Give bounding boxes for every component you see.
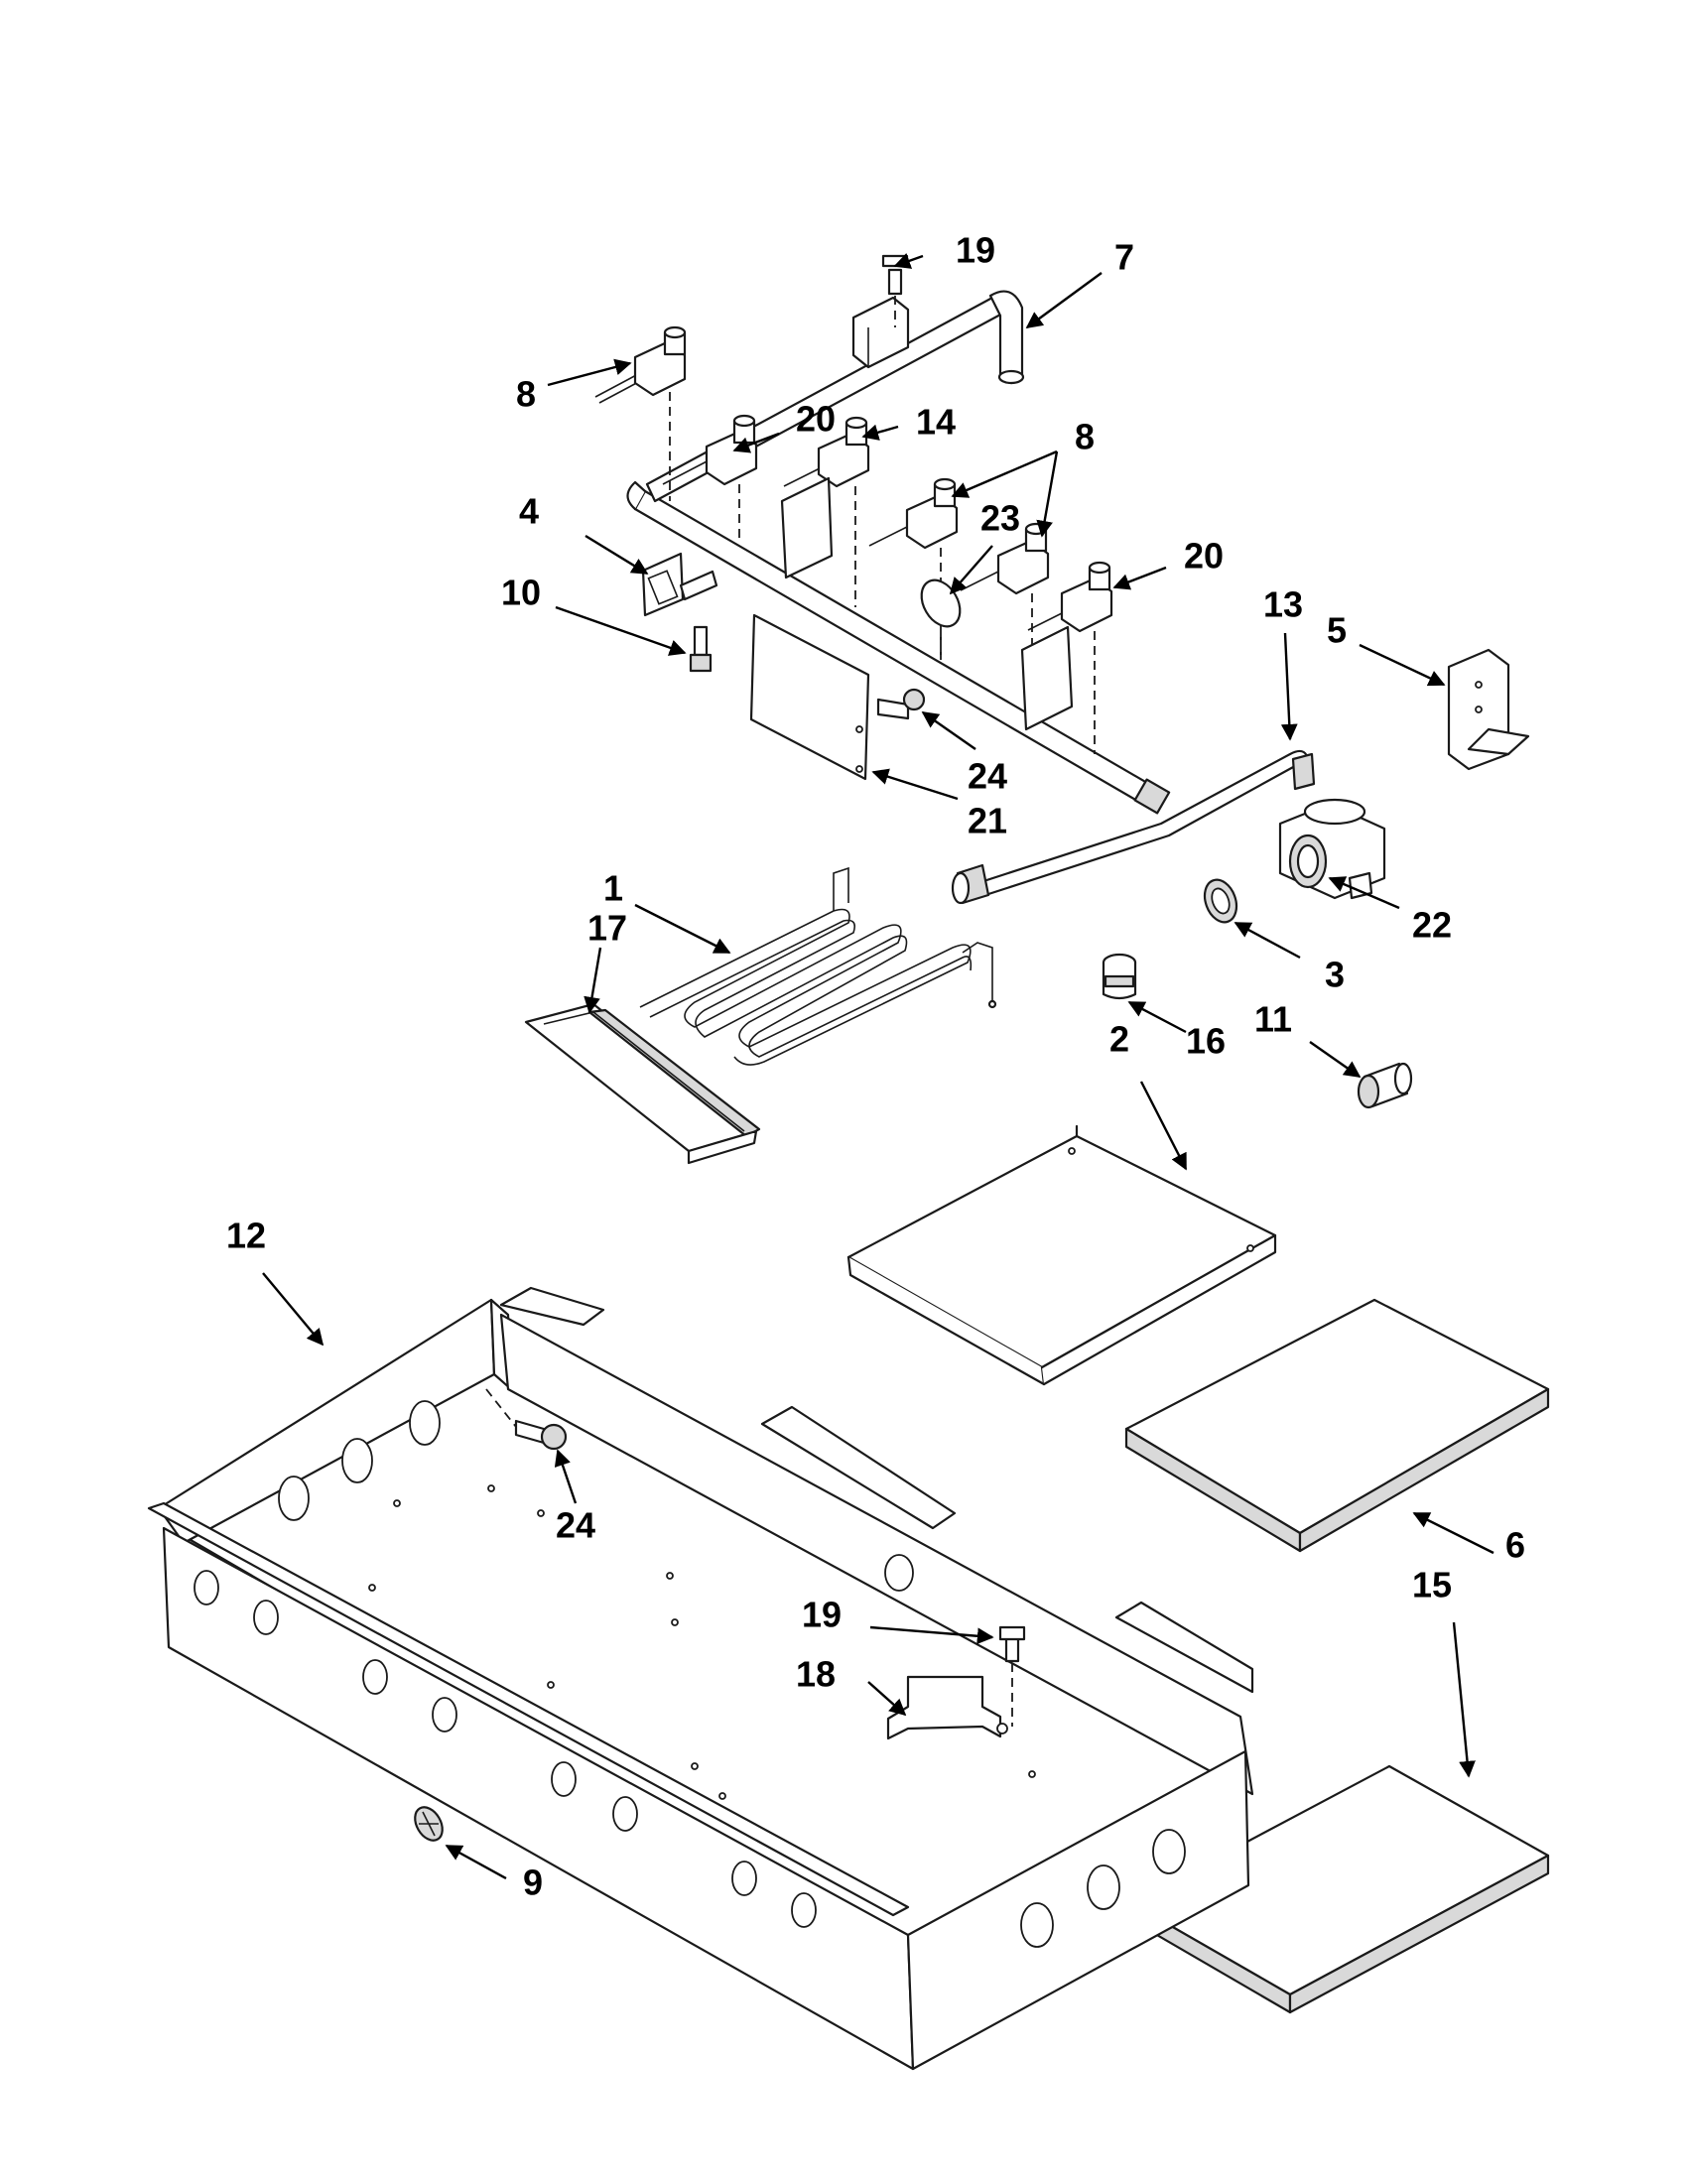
cover-plate-21 (749, 613, 870, 781)
callout-1: 1 (603, 868, 623, 909)
callout-23: 23 (980, 498, 1020, 539)
callout-13: 13 (1263, 584, 1303, 625)
callout-19-bottom: 19 (802, 1595, 842, 1635)
gas-tube-13 (951, 749, 1316, 905)
callout-11: 11 (1254, 999, 1292, 1040)
screw-24-bottom (485, 1388, 568, 1451)
bracket-18 (886, 1675, 1008, 1740)
callout-20-left: 20 (796, 399, 836, 440)
callout-labels: 19 7 8 20 14 8 4 23 20 10 13 5 24 21 1 2… (226, 230, 1525, 1903)
leader-lines (262, 253, 1494, 1880)
fitting-16 (1102, 953, 1137, 1000)
callout-10: 10 (501, 573, 541, 613)
callout-16: 16 (1186, 1021, 1226, 1062)
callout-22: 22 (1412, 905, 1452, 946)
callout-4: 4 (519, 491, 539, 532)
screw-10 (689, 625, 713, 673)
valve-8-right (960, 522, 1050, 705)
panel-15 (1129, 1764, 1550, 2014)
callout-3: 3 (1325, 955, 1345, 995)
callout-7: 7 (1114, 237, 1134, 278)
bracket-5 (1447, 648, 1530, 771)
callout-6: 6 (1505, 1525, 1525, 1566)
bracket-4 (641, 552, 718, 617)
base-pan-12 (147, 1286, 1254, 2071)
valve-8-mid (868, 477, 959, 660)
callout-8-right: 8 (1075, 417, 1095, 457)
callout-14: 14 (916, 402, 956, 443)
valve-8-left (594, 325, 687, 501)
callout-18: 18 (796, 1654, 836, 1695)
callout-20-right: 20 (1184, 536, 1224, 577)
screw-24-top (876, 688, 926, 720)
gas-manifold-pipe (626, 290, 1171, 815)
callout-17: 17 (587, 908, 627, 949)
screw-19-bottom (998, 1625, 1026, 1727)
valve-20-right (1020, 561, 1113, 754)
callout-2: 2 (1109, 1019, 1129, 1060)
lock-nut-3 (1203, 878, 1238, 924)
disc-23 (920, 578, 962, 660)
drip-tray-17 (524, 1002, 761, 1165)
fitting-11 (1357, 1062, 1413, 1109)
callout-9: 9 (523, 1863, 543, 1903)
callout-12: 12 (226, 1216, 266, 1256)
callout-5: 5 (1327, 610, 1347, 651)
callout-15: 15 (1412, 1565, 1452, 1606)
callout-24-top: 24 (968, 756, 1007, 797)
cover-panel-6 (1124, 1298, 1550, 1553)
callout-24-bottom: 24 (556, 1505, 595, 1546)
heating-element-1 (639, 866, 997, 1066)
callout-21: 21 (968, 801, 1007, 841)
valve-14 (780, 416, 870, 607)
plug-9 (414, 1806, 444, 1842)
pressure-regulator-22 (1278, 798, 1386, 900)
callout-19-top: 19 (956, 230, 995, 271)
shield-pan-2 (846, 1124, 1277, 1386)
callout-8-left: 8 (516, 374, 536, 415)
